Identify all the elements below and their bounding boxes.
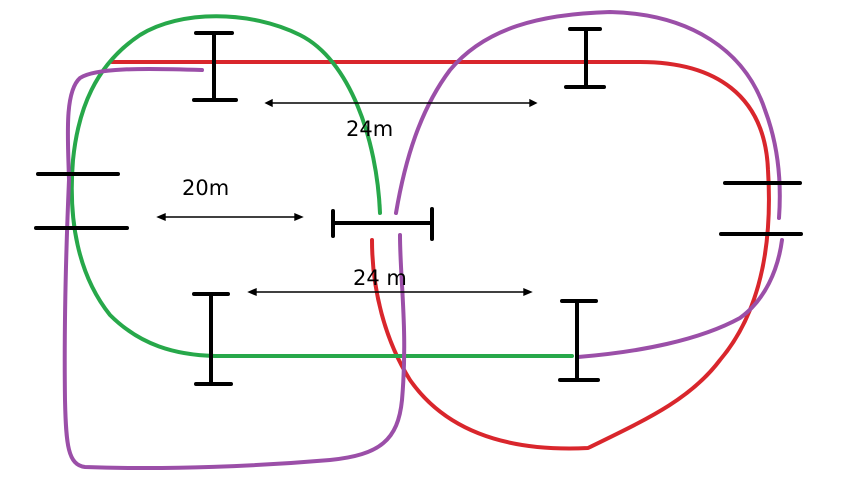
label-middle-distance: 20m: [182, 176, 229, 200]
label-top-distance: 24m: [346, 117, 393, 141]
marker-top-left: [192, 31, 238, 102]
marker-top-right: [564, 27, 606, 89]
purple-route-line-2: [394, 10, 782, 220]
marker-bottom-right: [558, 299, 600, 382]
marker-right-gate: [719, 181, 803, 236]
purple-route: [62, 10, 784, 471]
arrow-top: [264, 98, 538, 108]
marker-bottom-left: [192, 292, 233, 386]
marker-left-gate: [34, 172, 129, 230]
red-route: [110, 60, 771, 451]
purple-route-line: [62, 66, 407, 471]
arrow-bottom: [247, 287, 533, 297]
markers: [34, 27, 803, 386]
label-bottom-distance: 24 m: [353, 266, 407, 290]
red-route-line: [110, 60, 771, 451]
arrow-middle: [156, 212, 304, 222]
purple-route-line-3: [576, 238, 784, 359]
measurement-arrows: [156, 98, 538, 297]
marker-center: [331, 207, 434, 241]
